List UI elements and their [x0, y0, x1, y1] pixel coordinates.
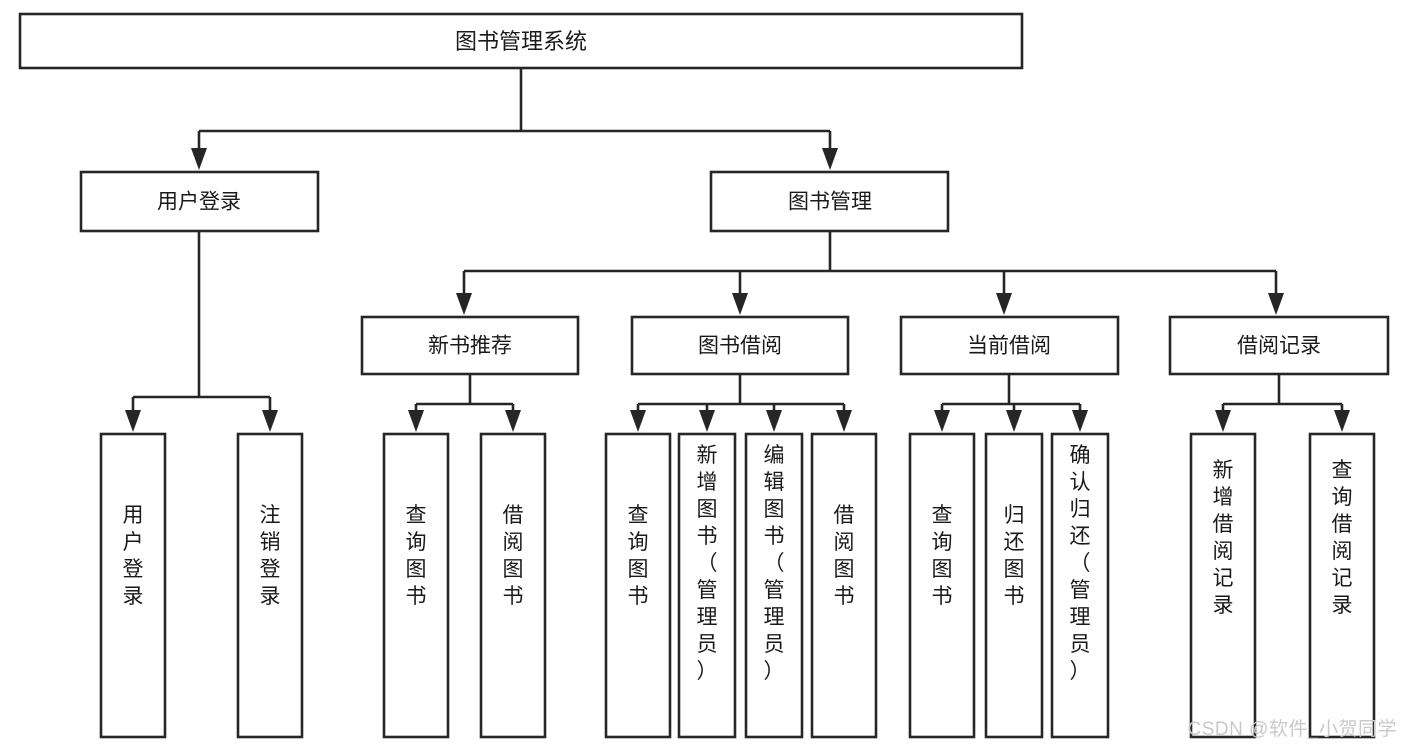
leaf-user-logout[interactable]: 注销登录	[236, 432, 304, 739]
connector-group-user-login	[125, 231, 278, 432]
leaf-query-book-2-box[interactable]	[604, 432, 672, 739]
leaf-query-record-box[interactable]	[1308, 432, 1376, 739]
leaf-add-book-label: 新增图书（管理员）	[697, 444, 718, 683]
leaf-add-record[interactable]: 新增借阅记录	[1189, 432, 1257, 739]
node-book-management[interactable]: 图书管理	[709, 170, 950, 233]
leaf-confirm-return-label: 确认归还（管理员）	[1070, 444, 1091, 683]
leaf-query-book-1-box[interactable]	[382, 432, 450, 739]
node-borrow-record[interactable]: 借阅记录	[1168, 315, 1390, 376]
leaf-user-login[interactable]: 用户登录	[99, 432, 167, 739]
connector-group-current-borrow	[934, 374, 1088, 432]
arrow-head-leaf-confirm-return	[1072, 410, 1088, 432]
leaf-confirm-return-box[interactable]	[1050, 432, 1110, 739]
node-user-login-box[interactable]	[79, 170, 320, 233]
connector-group-book-management	[456, 231, 1284, 315]
arrow-head-leaf-borrow-book-2	[836, 410, 852, 432]
leaf-edit-book-label: 编辑图书（管理员）	[764, 444, 785, 683]
leaf-borrow-book-2-box[interactable]	[810, 432, 878, 739]
node-new-book-recommend-box[interactable]	[360, 315, 580, 376]
node-book-borrow-label: 图书借阅	[698, 335, 782, 358]
leaf-user-logout-box[interactable]	[236, 432, 304, 739]
arrow-head-leaf-query-record	[1334, 410, 1350, 432]
connector-group-new-book-recommend	[408, 374, 521, 432]
arrow-head-leaf-add-record	[1215, 410, 1231, 432]
leaf-return-book-box[interactable]	[984, 432, 1044, 739]
node-root[interactable]: 图书管理系统	[18, 12, 1024, 70]
leaf-confirm-return[interactable]: 确认归还（管理员）	[1050, 432, 1110, 739]
leaf-query-book-1-label: 查询图书	[406, 504, 427, 608]
arrow-head-leaf-user-logout	[262, 410, 278, 432]
node-current-borrow-label: 当前借阅	[967, 335, 1051, 358]
arrow-head-leaf-edit-book	[766, 410, 782, 432]
arrow-head-book-management	[822, 148, 838, 170]
leaf-query-record[interactable]: 查询借阅记录	[1308, 432, 1376, 739]
node-root-label: 图书管理系统	[455, 29, 587, 54]
leaf-query-book-2-label: 查询图书	[628, 504, 649, 608]
connector-group-borrow-record	[1215, 374, 1350, 432]
leaf-user-logout-label: 注销登录	[260, 504, 281, 608]
arrow-head-leaf-query-book-1	[408, 410, 424, 432]
leaf-borrow-book-2[interactable]: 借阅图书	[810, 432, 878, 739]
leaf-query-book-3[interactable]: 查询图书	[908, 432, 976, 739]
leaf-edit-book-box[interactable]	[744, 432, 804, 739]
leaf-add-book-box[interactable]	[677, 432, 737, 739]
arrow-head-leaf-return-book	[1006, 410, 1022, 432]
arrow-head-current-borrow	[996, 293, 1012, 315]
node-user-login-label: 用户登录	[157, 191, 241, 214]
leaf-borrow-book-1-label: 借阅图书	[503, 504, 524, 608]
arrow-head-book-borrow	[732, 293, 748, 315]
arrow-head-leaf-borrow-book-1	[505, 410, 521, 432]
leaf-borrow-book-1-box[interactable]	[479, 432, 547, 739]
node-book-management-label: 图书管理	[788, 191, 872, 214]
node-root-box[interactable]	[18, 12, 1024, 70]
connector-group-book-borrow	[630, 374, 852, 432]
arrow-head-new-book-recommend	[456, 293, 472, 315]
node-current-borrow-box[interactable]	[899, 315, 1120, 376]
leaf-query-book-2[interactable]: 查询图书	[604, 432, 672, 739]
leaf-query-book-1[interactable]: 查询图书	[382, 432, 450, 739]
node-borrow-record-box[interactable]	[1168, 315, 1390, 376]
arrow-head-borrow-record	[1268, 293, 1284, 315]
arrow-head-leaf-query-book-3	[934, 410, 950, 432]
node-new-book-recommend[interactable]: 新书推荐	[360, 315, 580, 376]
leaf-borrow-book-2-label: 借阅图书	[834, 504, 855, 608]
leaf-return-book[interactable]: 归还图书	[984, 432, 1044, 739]
leaf-user-login-box[interactable]	[99, 432, 167, 739]
leaf-add-book[interactable]: 新增图书（管理员）	[677, 432, 737, 739]
leaf-add-record-label: 新增借阅记录	[1213, 459, 1234, 617]
leaf-query-book-3-label: 查询图书	[932, 504, 953, 608]
leaf-add-record-box[interactable]	[1189, 432, 1257, 739]
leaf-return-book-label: 归还图书	[1004, 504, 1025, 608]
leaf-borrow-book-1[interactable]: 借阅图书	[479, 432, 547, 739]
arrow-head-leaf-user-login	[125, 410, 141, 432]
node-new-book-recommend-label: 新书推荐	[428, 335, 512, 358]
arrow-head-leaf-add-book	[699, 410, 715, 432]
node-current-borrow[interactable]: 当前借阅	[899, 315, 1120, 376]
node-book-management-box[interactable]	[709, 170, 950, 233]
node-book-borrow-box[interactable]	[630, 315, 850, 376]
node-user-login[interactable]: 用户登录	[79, 170, 320, 233]
leaf-edit-book[interactable]: 编辑图书（管理员）	[744, 432, 804, 739]
leaf-query-book-3-box[interactable]	[908, 432, 976, 739]
node-borrow-record-label: 借阅记录	[1237, 335, 1321, 358]
node-book-borrow[interactable]: 图书借阅	[630, 315, 850, 376]
arrow-head-user-login	[191, 148, 207, 170]
leaf-user-login-label: 用户登录	[123, 504, 144, 608]
leaf-query-record-label: 查询借阅记录	[1332, 459, 1353, 617]
connector-group-root	[191, 68, 838, 170]
arrow-head-leaf-query-book-2	[630, 410, 646, 432]
